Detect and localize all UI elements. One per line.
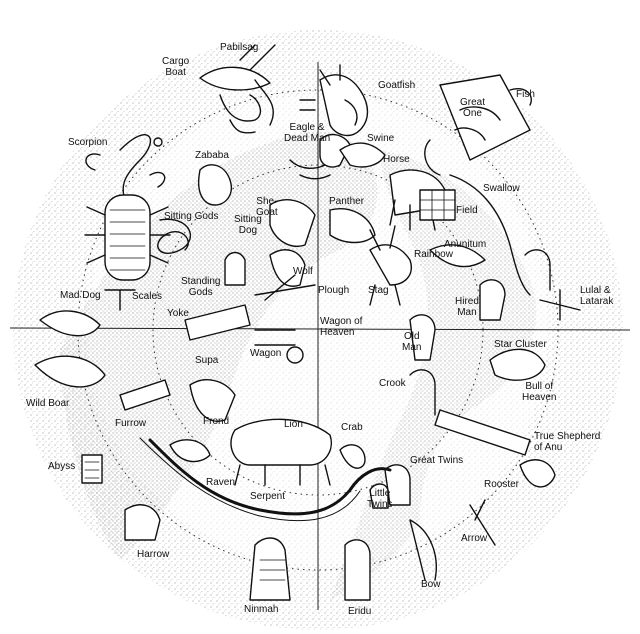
label-harrow: Harrow [137,549,170,560]
label-star-cluster: Star Cluster [494,339,547,350]
swine-figure [339,142,386,168]
label-field: Field [456,205,478,216]
label-rainbow: Rainbow [414,249,453,260]
label-plough: Plough [318,285,350,296]
label-panther: Panther [329,196,365,207]
crook-figure [409,369,436,416]
label-mad-dog: Mad Dog [60,290,101,301]
yoke-figure [184,304,251,341]
label-arrow: Arrow [461,533,488,544]
serpent-figure [148,438,392,516]
wild-boar-figure [34,355,106,388]
eridu-figure [344,539,371,601]
pabilsag-figure [199,44,276,134]
wagon-figure [254,329,296,346]
label-wagon-of-heaven: Wagon of Heaven [320,316,363,338]
ninmah-figure [249,537,291,601]
label-swine: Swine [367,133,395,144]
label-horse: Horse [383,154,410,165]
sitting-gods-figure [157,218,192,254]
scales-figure [104,289,136,311]
label-bow: Bow [421,579,441,590]
label-abyss: Abyss [48,461,76,472]
label-scales: Scales [132,291,163,302]
label-great-twins: Great Twins [410,455,464,466]
wolf-figure [269,249,306,287]
label-frond: Frond [203,416,230,427]
label-standing-gods: Standing Gods [181,276,221,298]
label-raven: Raven [206,477,235,488]
label-pabilsag: Pabilsag [220,42,259,53]
true-shepherd-figure [434,409,531,456]
anunitum-figure [429,244,486,268]
label-little-twins: Little Twins [367,488,393,510]
label-cargo-boat: Cargo Boat [162,56,190,78]
label-eridu: Eridu [348,606,372,617]
label-goatfish: Goatfish [378,80,416,91]
label-wild-boar: Wild Boar [26,398,70,409]
label-wagon: Wagon [250,348,282,359]
field-figure [419,189,456,221]
label-lion: Lion [284,419,303,430]
crab-figure [339,444,366,469]
lion-figure [230,418,332,486]
label-old-man: Old Man [402,331,422,353]
label-bull-of-heaven: Bull of Heaven [522,381,557,403]
abyss-figure [81,454,103,484]
label-true-shepherd: True Shepherd of Anu [534,431,601,453]
great-one-figure [424,74,532,176]
label-she-goat: She- Goat [256,196,278,218]
label-swallow: Swallow [483,183,520,194]
label-sitting-dog: Sitting Dog [234,214,262,236]
label-crab: Crab [341,422,363,433]
furrow-figure [119,379,171,411]
label-zababa: Zababa [195,150,229,161]
label-stag: Stag [368,285,389,296]
label-ninmah: Ninmah [244,604,279,615]
label-scorpion: Scorpion [68,137,108,148]
mad-dog-figure [39,310,101,337]
label-anunitum: Anunitum [444,239,487,250]
rooster-figure [519,459,556,488]
label-furrow: Furrow [115,418,147,429]
horizontal-axis [9,327,631,331]
swallow-figure [449,174,531,296]
goatfish-figure [299,64,369,137]
label-wolf: Wolf [293,266,313,277]
old-man-figure [409,314,436,361]
arrow-figure [469,499,496,546]
label-rooster: Rooster [484,479,520,490]
stag-figure [369,225,412,306]
hired-man-figure [479,279,506,321]
bull-figure [489,348,546,381]
frond-figure [189,379,236,422]
plough-figure [254,274,316,301]
great-twins-figure [384,464,411,506]
label-serpent: Serpent [250,491,286,502]
scorpion-figure [84,134,171,281]
zababa-figure [198,164,232,206]
standing-gods-figure [224,251,246,286]
panther-figure [329,208,376,244]
lulal-figure [524,249,581,321]
label-crook: Crook [379,378,406,389]
bow-figure [409,519,437,581]
she-goat-figure [269,199,316,247]
raven-figure [169,439,211,463]
harrow-figure [124,504,161,541]
label-yoke: Yoke [167,308,189,319]
little-twins-figure [369,483,389,509]
label-lulal-latarak: Lulal & Latarak [580,285,614,307]
label-fish: Fish [516,89,535,100]
label-supa: Supa [195,355,219,366]
eagle-figure [289,133,351,180]
label-eagle-dead-man: Eagle & Dead Man [284,122,331,144]
label-great-one: Great One [460,97,486,119]
label-hired-man: Hired Man [455,296,479,318]
label-sitting-gods: Sitting Gods [164,211,219,222]
